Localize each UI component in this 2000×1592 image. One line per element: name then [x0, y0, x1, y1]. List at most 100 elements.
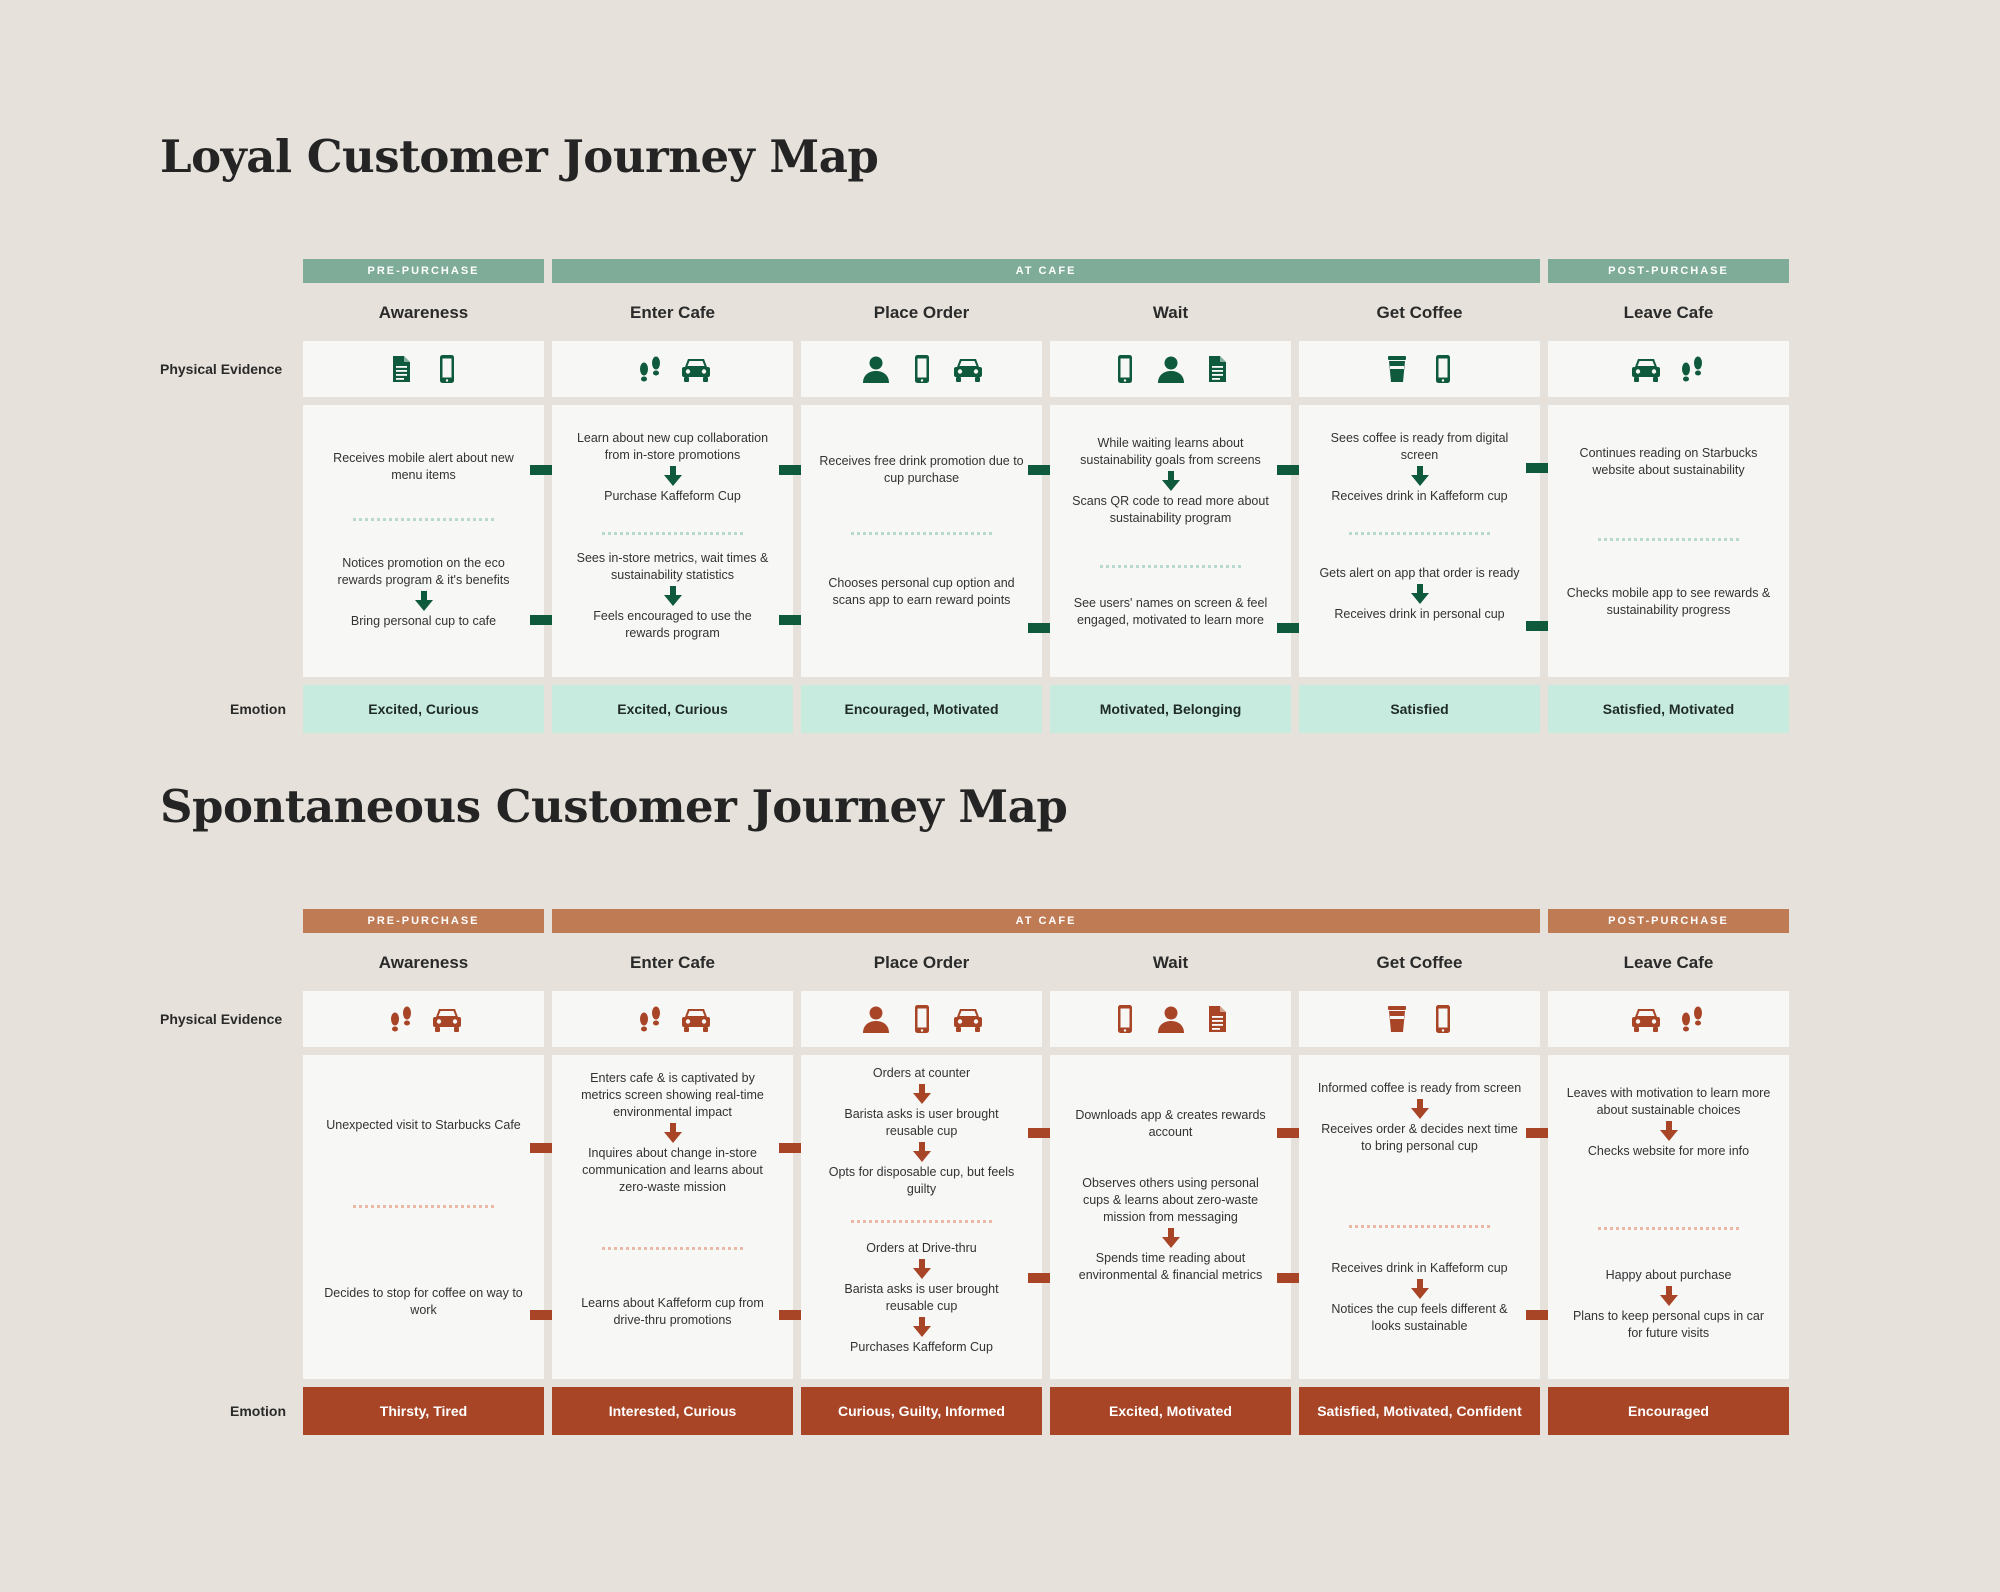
step-text: Receives mobile alert about new menu ite… [333, 451, 514, 482]
down-arrow-icon [912, 1084, 931, 1104]
dotted-divider [851, 532, 992, 535]
phase-bar: AT CAFE [552, 259, 1540, 283]
phone-icon [1428, 354, 1458, 384]
step-group: Learn about new cup collaboration from i… [552, 430, 793, 505]
emotion-cell: Excited, Curious [552, 685, 793, 733]
steps-box: While waiting learns about sustainabilit… [1050, 405, 1291, 677]
step-text: Receives order & decides next time to br… [1321, 1122, 1518, 1153]
step-text: Purchase Kaffeform Cup [604, 489, 741, 503]
step-group: Downloads app & creates rewards account [1050, 1107, 1291, 1141]
map-title: Spontaneous Customer Journey Map [160, 780, 1068, 833]
emotion-cell: Thirsty, Tired [303, 1387, 544, 1435]
physical-evidence-cell [1548, 341, 1789, 397]
stage-title: Wait [1152, 953, 1189, 972]
steps-box: Leaves with motivation to learn more abo… [1548, 1055, 1789, 1379]
physical-evidence-cell [1050, 991, 1291, 1047]
step-group: See users' names on screen & feel engage… [1050, 595, 1291, 629]
dotted-divider [1598, 538, 1739, 541]
step-text: Scans QR code to read more about sustain… [1072, 494, 1269, 525]
stage-title: Awareness [378, 953, 469, 972]
emotion-cell: Excited, Curious [303, 685, 544, 733]
physical-evidence-cell [801, 341, 1042, 397]
step-group: Learns about Kaffeform cup from drive-th… [552, 1295, 793, 1329]
phase-bar: POST-PURCHASE [1548, 909, 1789, 933]
step-text: Sees coffee is ready from digital screen [1330, 431, 1509, 462]
emotion-cell: Satisfied, Motivated [1548, 685, 1789, 733]
step-group: Unexpected visit to Starbucks Cafe [303, 1117, 544, 1134]
car-icon [1631, 1004, 1661, 1034]
step-text: Learn about new cup collaboration from i… [576, 431, 769, 462]
step-text: Orders at counter [872, 1066, 971, 1080]
stage-title: Leave Cafe [1623, 953, 1714, 972]
step-text: Spends time reading about environmental … [1078, 1251, 1263, 1282]
step-text: Happy about purchase [1605, 1268, 1732, 1282]
step-text: Chooses personal cup option and scans ap… [828, 576, 1015, 607]
down-arrow-icon [663, 1123, 682, 1143]
document-icon [386, 354, 416, 384]
emotion-cell: Encouraged [1548, 1387, 1789, 1435]
footprints-icon [635, 354, 665, 384]
cup-icon [1382, 354, 1412, 384]
physical-evidence-cell [552, 341, 793, 397]
steps-box: Sees coffee is ready from digital screen… [1299, 405, 1540, 677]
dotted-divider [1349, 1225, 1490, 1228]
step-text: Sees in-store metrics, wait times & sust… [576, 551, 769, 582]
physical-evidence-cell [1299, 341, 1540, 397]
step-text: Enters cafe & is captivated by metrics s… [581, 1071, 764, 1119]
car-icon [681, 354, 711, 384]
steps-box: Receives mobile alert about new menu ite… [303, 405, 544, 677]
person-icon [861, 1004, 891, 1034]
step-text: Receives drink in personal cup [1334, 607, 1505, 621]
physical-evidence-cell [1548, 991, 1789, 1047]
step-text: Receives drink in Kaffeform cup [1331, 489, 1508, 503]
step-text: Receives free drink promotion due to cup… [819, 454, 1024, 485]
step-text: Notices the cup feels different & looks … [1331, 1302, 1508, 1333]
step-group: Sees in-store metrics, wait times & sust… [552, 550, 793, 642]
step-group: Continues reading on Starbucks website a… [1548, 445, 1789, 479]
step-text: Informed coffee is ready from screen [1317, 1081, 1522, 1095]
step-group: Decides to stop for coffee on way to wor… [303, 1285, 544, 1319]
step-group: Enters cafe & is captivated by metrics s… [552, 1070, 793, 1196]
emotion-cell: Excited, Motivated [1050, 1387, 1291, 1435]
step-text: See users' names on screen & feel engage… [1073, 596, 1268, 627]
car-icon [953, 354, 983, 384]
step-text: Notices promotion on the eco rewards pro… [337, 556, 510, 587]
step-text: Unexpected visit to Starbucks Cafe [326, 1118, 521, 1132]
step-text: Downloads app & creates rewards account [1075, 1108, 1266, 1139]
physical-evidence-label: Physical Evidence [160, 1011, 283, 1027]
step-text: Gets alert on app that order is ready [1319, 566, 1520, 580]
person-icon [861, 354, 891, 384]
step-text: Orders at Drive-thru [866, 1241, 977, 1255]
stage-title: Get Coffee [1376, 953, 1463, 972]
down-arrow-icon [1161, 471, 1180, 491]
step-text: Learns about Kaffeform cup from drive-th… [581, 1296, 764, 1327]
footprints-icon [386, 1004, 416, 1034]
step-group: Sees coffee is ready from digital screen… [1299, 430, 1540, 505]
phase-bar: POST-PURCHASE [1548, 259, 1789, 283]
physical-evidence-cell [801, 991, 1042, 1047]
car-icon [681, 1004, 711, 1034]
step-group: Chooses personal cup option and scans ap… [801, 575, 1042, 609]
step-text: Continues reading on Starbucks website a… [1579, 446, 1758, 477]
dotted-divider [353, 1205, 494, 1208]
down-arrow-icon [912, 1317, 931, 1337]
down-arrow-icon [1410, 1099, 1429, 1119]
step-text: Opts for disposable cup, but feels guilt… [828, 1165, 1015, 1196]
down-arrow-icon [1161, 1228, 1180, 1248]
phase-bar: PRE-PURCHASE [303, 909, 544, 933]
down-arrow-icon [414, 591, 433, 611]
step-text: Bring personal cup to cafe [350, 614, 497, 628]
stage-title: Wait [1152, 303, 1189, 322]
step-text: Feels encouraged to use the rewards prog… [593, 609, 752, 640]
stage-title: Enter Cafe [629, 303, 716, 322]
footprints-icon [1677, 1004, 1707, 1034]
emotion-label: Emotion [230, 701, 286, 717]
emotion-cell: Motivated, Belonging [1050, 685, 1291, 733]
cup-icon [1382, 1004, 1412, 1034]
emotion-cell: Satisfied [1299, 685, 1540, 733]
